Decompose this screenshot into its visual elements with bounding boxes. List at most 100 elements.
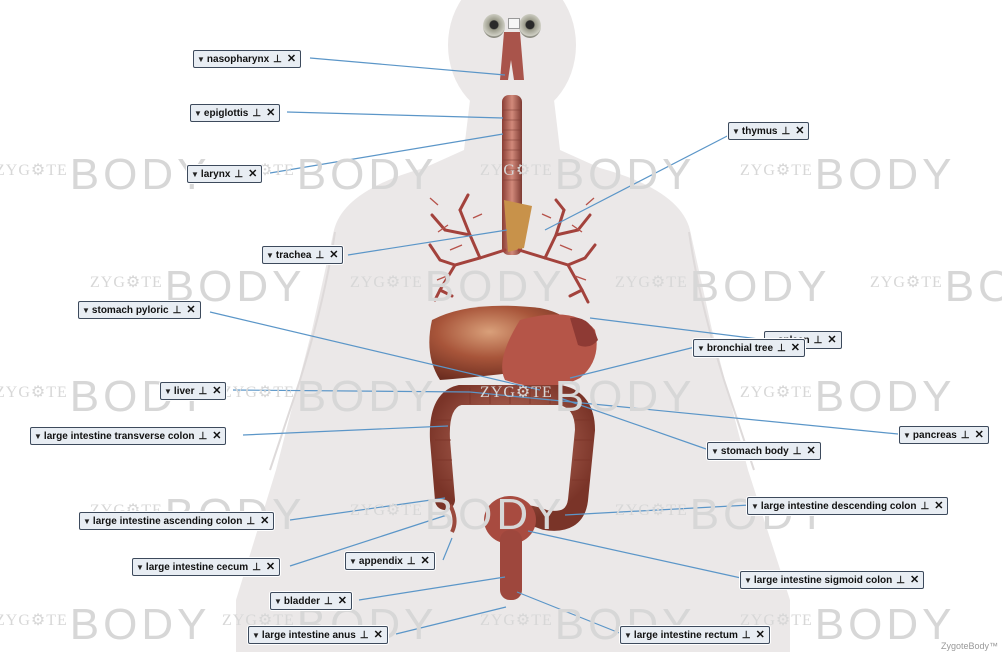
close-icon[interactable]: ✕ [756, 629, 765, 641]
pin-icon[interactable]: ⊥ [324, 596, 333, 607]
label-larynx[interactable]: ▼larynx⊥✕ [187, 165, 262, 183]
chevron-down-icon[interactable]: ▼ [194, 109, 202, 118]
label-transverse-colon[interactable]: ▼large intestine transverse colon ⊥ ✕ [30, 427, 226, 445]
chevron-down-icon[interactable]: ▼ [711, 447, 719, 456]
label-bladder[interactable]: ▼bladder ⊥ ✕ [270, 592, 352, 610]
close-icon[interactable]: ✕ [806, 445, 815, 457]
close-icon[interactable]: ✕ [260, 515, 269, 527]
pin-icon[interactable]: ⊥ [961, 430, 970, 441]
close-icon[interactable]: ✕ [212, 430, 221, 442]
close-icon[interactable]: ✕ [338, 595, 347, 607]
label-text: appendix [359, 556, 403, 567]
chevron-down-icon[interactable]: ▼ [34, 432, 42, 441]
label-text: nasopharynx [207, 54, 269, 65]
close-icon[interactable]: ✕ [212, 385, 221, 397]
pin-icon[interactable]: ⊥ [234, 169, 243, 180]
label-text: liver [174, 386, 195, 397]
chevron-down-icon[interactable]: ▼ [136, 563, 144, 572]
label-stomach-pyloric[interactable]: ▼stomach pyloric ⊥ ✕ [78, 301, 201, 319]
label-text: epiglottis [204, 108, 248, 119]
pin-icon[interactable]: ⊥ [252, 562, 261, 573]
pin-icon[interactable]: ⊥ [173, 305, 182, 316]
label-nasopharynx[interactable]: ▼nasopharynx ⊥ ✕ [193, 50, 301, 68]
chevron-down-icon[interactable]: ▼ [252, 631, 260, 640]
pin-icon[interactable]: ⊥ [199, 386, 208, 397]
pin-icon[interactable]: ⊥ [273, 54, 282, 65]
close-icon[interactable]: ✕ [934, 500, 943, 512]
label-liver[interactable]: ▼liver ⊥ ✕ [160, 382, 226, 400]
label-text: large intestine ascending colon [93, 516, 242, 527]
pin-icon[interactable]: ⊥ [199, 431, 208, 442]
label-pancreas[interactable]: ▼pancreas ⊥ ✕ [899, 426, 989, 444]
chevron-down-icon[interactable]: ▼ [624, 631, 632, 640]
pin-icon[interactable]: ⊥ [407, 556, 416, 567]
pin-icon[interactable]: ⊥ [252, 108, 261, 119]
pin-icon[interactable]: ⊥ [360, 630, 369, 641]
label-text: bladder [284, 596, 320, 607]
brand-mark: ZygoteBody™ [941, 641, 998, 651]
label-text: stomach pyloric [92, 305, 169, 316]
close-icon[interactable]: ✕ [910, 574, 919, 586]
chevron-down-icon[interactable]: ▼ [266, 251, 274, 260]
label-text: bronchial tree [707, 343, 773, 354]
close-icon[interactable]: ✕ [266, 561, 275, 573]
label-ascending-colon[interactable]: ▼large intestine ascending colon ⊥ ✕ [79, 512, 274, 530]
image-icon [508, 18, 520, 29]
close-icon[interactable]: ✕ [248, 168, 257, 180]
label-epiglottis[interactable]: ▼epiglottis ⊥ ✕ [190, 104, 280, 122]
pin-icon[interactable]: ⊥ [742, 630, 751, 641]
chevron-down-icon[interactable]: ▼ [349, 557, 357, 566]
close-icon[interactable]: ✕ [975, 429, 984, 441]
close-icon[interactable]: ✕ [374, 629, 383, 641]
chevron-down-icon[interactable]: ▼ [732, 127, 740, 136]
close-icon[interactable]: ✕ [266, 107, 275, 119]
chevron-down-icon[interactable]: ▼ [744, 576, 752, 585]
label-sigmoid-colon[interactable]: ▼large intestine sigmoid colon⊥✕ [740, 571, 924, 589]
label-thymus[interactable]: ▼thymus⊥ ✕ [728, 122, 809, 140]
pin-icon[interactable]: ⊥ [896, 575, 905, 586]
label-anus[interactable]: ▼large intestine anus ⊥ ✕ [248, 626, 388, 644]
close-icon[interactable]: ✕ [287, 53, 296, 65]
pin-icon[interactable]: ⊥ [246, 516, 255, 527]
label-trachea[interactable]: ▼trachea ⊥ ✕ [262, 246, 343, 264]
label-text: pancreas [913, 430, 957, 441]
pin-icon[interactable]: ⊥ [814, 335, 823, 346]
label-text: large intestine rectum [634, 630, 738, 641]
chevron-down-icon[interactable]: ▼ [83, 517, 91, 526]
close-icon[interactable]: ✕ [186, 304, 195, 316]
left-eye [483, 14, 505, 38]
chevron-down-icon[interactable]: ▼ [751, 502, 759, 511]
label-descending-colon[interactable]: ▼large intestine descending colon ⊥ ✕ [747, 497, 948, 515]
label-appendix[interactable]: ▼appendix ⊥ ✕ [345, 552, 435, 570]
chevron-down-icon[interactable]: ▼ [164, 387, 172, 396]
pin-icon[interactable]: ⊥ [793, 446, 802, 457]
label-text: trachea [276, 250, 312, 261]
label-text: thymus [742, 126, 778, 137]
pin-icon[interactable]: ⊥ [316, 250, 325, 261]
chevron-down-icon[interactable]: ▼ [82, 306, 90, 315]
label-text: stomach body [721, 446, 789, 457]
chevron-down-icon[interactable]: ▼ [197, 55, 205, 64]
close-icon[interactable]: ✕ [795, 125, 804, 137]
label-bronchial-tree[interactable]: ▼bronchial tree ⊥ ✕ [693, 339, 805, 357]
close-icon[interactable]: ✕ [827, 334, 836, 346]
pin-icon[interactable]: ⊥ [777, 343, 786, 354]
label-stomach-body[interactable]: ▼stomach body ⊥ ✕ [707, 442, 821, 460]
chevron-down-icon[interactable]: ▼ [191, 170, 199, 179]
close-icon[interactable]: ✕ [329, 249, 338, 261]
right-eye [519, 14, 541, 38]
label-rectum[interactable]: ▼large intestine rectum ⊥ ✕ [620, 626, 770, 644]
close-icon[interactable]: ✕ [421, 555, 430, 567]
chevron-down-icon[interactable]: ▼ [697, 344, 705, 353]
label-text: large intestine descending colon [761, 501, 917, 512]
label-text: large intestine anus [262, 630, 356, 641]
chevron-down-icon[interactable]: ▼ [274, 597, 282, 606]
close-icon[interactable]: ✕ [791, 342, 800, 354]
pin-icon[interactable]: ⊥ [781, 126, 790, 137]
label-cecum[interactable]: ▼large intestine cecum⊥✕ [132, 558, 280, 576]
label-text: large intestine transverse colon [44, 431, 195, 442]
pin-icon[interactable]: ⊥ [921, 501, 930, 512]
chevron-down-icon[interactable]: ▼ [903, 431, 911, 440]
